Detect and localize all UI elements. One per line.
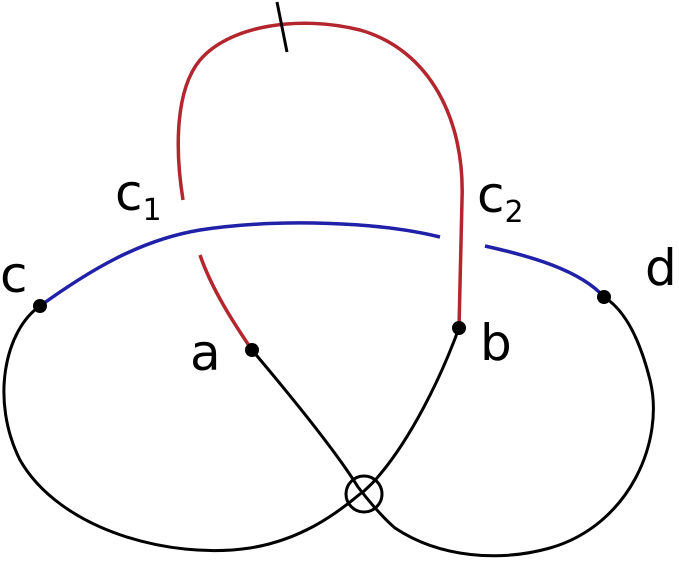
- black-arc-from-b: [360, 326, 461, 495]
- label-c2-sub: 2: [505, 195, 524, 230]
- blue-arc: [38, 221, 606, 308]
- blue-arc-right: [484, 244, 606, 299]
- dot-d: [597, 290, 611, 304]
- black-arcs: [2, 295, 655, 558]
- label-d: d: [645, 239, 677, 297]
- arc-tick-mark: [275, 1, 289, 53]
- virtual-crossing-circle: [344, 474, 384, 514]
- dot-a: [245, 343, 259, 357]
- red-arc: [176, 21, 464, 351]
- black-arc-left-loop: [2, 304, 362, 552]
- red-arc-to-a: [198, 254, 254, 351]
- label-c1-base: c: [115, 164, 143, 222]
- dot-c: [33, 299, 47, 313]
- label-c2: c2: [477, 166, 524, 230]
- label-c2-base: c: [477, 166, 505, 224]
- label-c1-sub: 1: [143, 193, 162, 228]
- label-a: a: [190, 324, 221, 382]
- label-c1: c1: [115, 164, 162, 228]
- black-arc-from-a: [250, 295, 655, 558]
- label-b: b: [480, 314, 512, 372]
- dot-b: [452, 321, 466, 335]
- label-c: c: [0, 246, 28, 304]
- red-arc-loop: [176, 21, 464, 329]
- blue-arc-left: [38, 221, 441, 308]
- endpoint-dots: [33, 290, 611, 357]
